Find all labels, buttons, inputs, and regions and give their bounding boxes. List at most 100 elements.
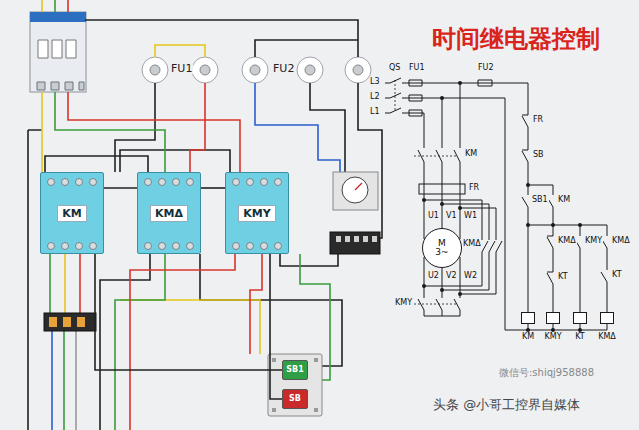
schematic-label: KT — [557, 273, 569, 281]
schematic-label: L3 — [369, 78, 381, 86]
terminal-screw — [232, 242, 240, 250]
schematic-label: SB — [532, 151, 545, 159]
terminal-screw — [158, 178, 166, 186]
schematic-label: W1 — [463, 212, 478, 220]
motor-label: 3~ — [435, 248, 448, 257]
contactor-label: KM — [57, 205, 86, 222]
timer-pins — [336, 236, 377, 242]
schematic-label: U2 — [427, 272, 440, 280]
button-label: SB — [289, 395, 301, 403]
start-button: SB1 — [282, 360, 308, 380]
breaker-band — [30, 12, 86, 22]
fuse-holder — [242, 57, 268, 83]
schematic-label: L2 — [369, 93, 381, 101]
fuse-holder — [297, 57, 323, 83]
motor-symbol: M3~ — [422, 228, 462, 268]
stop-button: SB — [282, 389, 308, 409]
wire-gray — [75, 331, 77, 430]
terminal-screw — [186, 178, 194, 186]
terminal-screw — [61, 242, 69, 250]
fuse-holder — [142, 57, 168, 83]
terminal-screw — [47, 178, 55, 186]
coil-symbol: KT — [573, 312, 587, 324]
schematic-label: KMΔ — [611, 237, 631, 245]
terminal-screw — [144, 178, 152, 186]
terminal-screw — [89, 178, 97, 186]
terminal-screw — [246, 178, 254, 186]
coil-symbol: KM — [521, 312, 535, 324]
schematic-label: U1 — [427, 212, 440, 220]
watermark: 头条 @小哥工控界自媒体 — [432, 398, 581, 411]
contactor: KMΔ — [137, 172, 201, 254]
schematic-label: FR — [532, 116, 544, 124]
breaker-body — [30, 12, 86, 92]
terminal-screw — [260, 242, 268, 250]
diagram-title: 时间继电器控制 — [432, 26, 600, 52]
contactor-label: KMY — [238, 205, 275, 222]
fuse-cap — [353, 65, 363, 75]
schematic-label: QS — [388, 64, 401, 72]
schematic-label: SB1 — [531, 196, 549, 204]
fuse-label: FU2 — [272, 63, 295, 74]
motor-label: M — [438, 239, 446, 248]
terminal-screw — [274, 242, 282, 250]
terminal-screw — [61, 178, 69, 186]
schematic-mechanical-links — [395, 80, 458, 304]
terminal-screw — [274, 178, 282, 186]
coil-symbol: KMΔ — [600, 312, 614, 324]
junction-dots — [422, 81, 582, 332]
terminal-screw — [75, 242, 83, 250]
timer-base — [330, 232, 380, 254]
schematic-label: FU2 — [477, 64, 495, 72]
contactor: KMY — [225, 172, 289, 254]
wire-connector — [270, 254, 282, 399]
coil-label: KM — [521, 333, 535, 341]
schematic-wiring — [385, 78, 607, 330]
schematic-label: KMY — [584, 237, 603, 245]
schematic-label: KMΔ — [557, 237, 577, 245]
wire-blue — [52, 83, 340, 430]
fuse-cap — [250, 65, 260, 75]
watermark: 微信号:shiqj958888 — [498, 368, 595, 378]
terminal-screw — [172, 242, 180, 250]
schematic-label: KM — [557, 196, 571, 204]
terminal-screw — [75, 178, 83, 186]
terminal-screw — [232, 178, 240, 186]
schematic-label: KMY — [394, 299, 413, 307]
terminal-screw — [89, 242, 97, 250]
schematic-label: V2 — [445, 272, 458, 280]
timer-dial — [342, 177, 368, 203]
fuse-cap — [150, 65, 160, 75]
terminal-screw — [172, 178, 180, 186]
breaker-terminals — [37, 82, 84, 90]
terminal-screw — [246, 242, 254, 250]
schematic-label: KM — [464, 150, 478, 158]
coil-symbol: KMY — [546, 312, 560, 324]
breaker-levers — [38, 40, 76, 58]
wire-connector — [104, 187, 137, 189]
schematic-label: W2 — [463, 272, 478, 280]
schematic-label: KT — [611, 271, 623, 279]
wire-connector — [95, 254, 282, 370]
terminal-screw — [158, 242, 166, 250]
button-panel-screws — [272, 358, 318, 412]
timer-pointer — [355, 183, 362, 190]
thermal-relay — [44, 313, 96, 331]
schematic-label: FU1 — [408, 64, 426, 72]
terminal-screw — [144, 242, 152, 250]
schematic-label: FR — [468, 184, 480, 192]
timer-body — [333, 172, 378, 210]
terminal-screw — [47, 242, 55, 250]
thermal-element-symbol — [419, 184, 465, 194]
contactor: KM — [40, 172, 104, 254]
fuse-cap — [200, 65, 210, 75]
wire-connector — [201, 187, 225, 189]
wire-black — [28, 20, 382, 430]
schematic-label: KMΔ — [462, 240, 482, 248]
coil-label: KMΔ — [597, 333, 617, 341]
fuse-holder — [192, 57, 218, 83]
contactor-label: KMΔ — [150, 205, 188, 222]
fuse-holder — [345, 57, 371, 83]
